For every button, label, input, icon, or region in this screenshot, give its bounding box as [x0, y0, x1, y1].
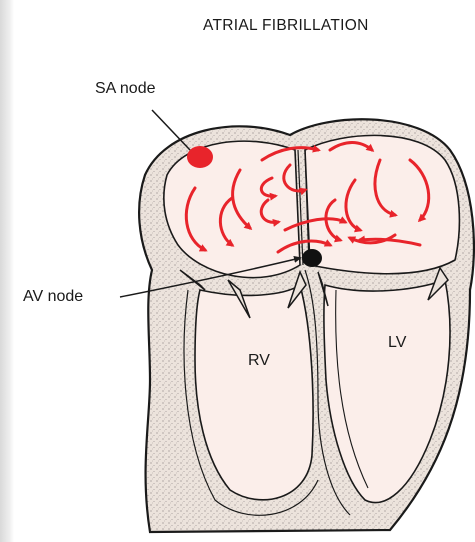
sa-node-label: SA node: [95, 80, 156, 98]
av-node-label: AV node: [23, 288, 83, 306]
left-atrium: [305, 135, 459, 273]
sa-node: [187, 146, 213, 168]
av-node: [302, 249, 322, 267]
lv-label: LV: [388, 334, 406, 352]
rv-label: RV: [248, 352, 270, 370]
